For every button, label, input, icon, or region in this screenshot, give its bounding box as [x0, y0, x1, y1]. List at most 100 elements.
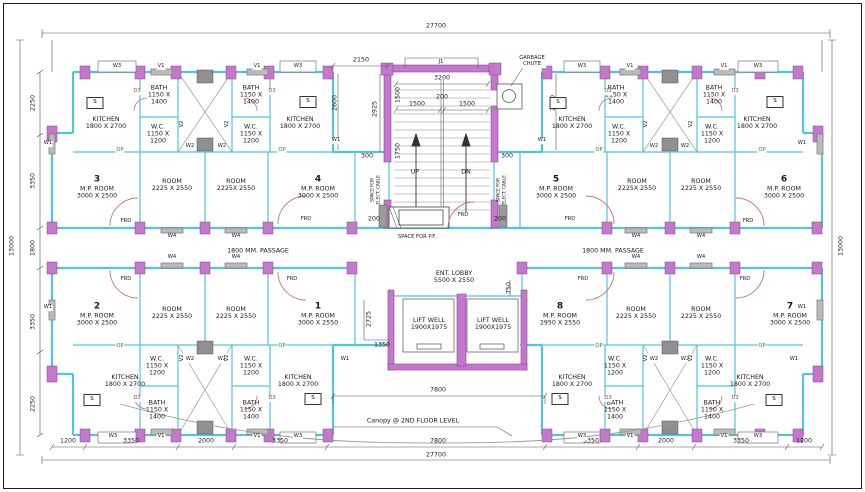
flat-size: 3000 X 2500 [769, 319, 811, 327]
canopy-curve [119, 403, 755, 444]
door-tag-d3: D3 [267, 395, 277, 402]
dim-bottom-seg: 3350 [122, 437, 140, 445]
space-for-pf-label: SPACE FOR P.F. [397, 234, 437, 241]
vent-tag-v1: V1 [719, 433, 729, 440]
sink-marker: S [549, 97, 567, 109]
dim-total-width-top: 27700 [425, 22, 447, 30]
dim-stair-depth: 2925 [371, 100, 379, 118]
garbage-chute-box [496, 65, 525, 110]
flat-size: 3000 X 2500 [297, 192, 339, 200]
fire-door-tag-frd: FRD [119, 218, 133, 225]
window-tag-w4: W4 [230, 233, 242, 240]
flat-size: 2950 X 2550 [539, 319, 581, 327]
window-tag-w2: W2 [648, 356, 660, 363]
pf-duct [388, 206, 450, 229]
door-tag-d3: D3 [603, 395, 613, 402]
vent-tag-v2: V2 [224, 353, 231, 363]
flat-number: 7 [786, 301, 794, 312]
window-tag-w4: W4 [630, 233, 642, 240]
dim-side-gap: 300 [360, 152, 374, 160]
door-tag-d3: D3 [132, 395, 142, 402]
window-tag-w1: W1 [42, 304, 54, 311]
flat-type: M.P. ROOM [80, 312, 114, 320]
flat-type: M.P. ROOM [767, 185, 801, 193]
window-tag-w4: W4 [230, 254, 242, 261]
fire-door-tag-frd: FRD [738, 276, 752, 283]
lift-wells [402, 298, 519, 353]
door-tag-d3: D3 [132, 88, 142, 95]
flat-number: 3 [93, 174, 101, 185]
sink-marker: S [83, 394, 101, 406]
vent-tag-v1: V1 [625, 433, 635, 440]
flat-type: M.P. ROOM [80, 185, 114, 193]
flat-size: 3000 X 2500 [535, 192, 577, 200]
window-tag-w3: W3 [111, 63, 123, 70]
flat-size: 3000 X 2500 [763, 192, 805, 200]
dim-bottom-seg: 3350 [582, 437, 600, 445]
dim-left-seg: 3350 [29, 172, 37, 190]
vent-tag-v1: V1 [156, 433, 166, 440]
flat-type: M.P. ROOM [773, 312, 807, 320]
fire-door-tag-frd: FRD [299, 216, 313, 223]
dim-bottom-seg: 3350 [271, 437, 289, 445]
dim-bottom-seg: 1200 [59, 437, 77, 445]
flat-number: 8 [556, 301, 564, 312]
sink-marker: S [765, 394, 783, 406]
door-tag-d3: D3 [603, 88, 613, 95]
window-tag-w3: W3 [107, 433, 119, 440]
window-tag-w4: W4 [166, 254, 178, 261]
vent-tag-v1: V1 [719, 63, 729, 70]
dim-tread: 200 [435, 93, 449, 101]
vent-tag-v2: V2 [688, 119, 695, 129]
joint-label-j1: J1 [438, 59, 444, 66]
flat-number: 6 [780, 174, 788, 185]
fire-door-tag-frd: FRD [741, 218, 755, 225]
passage-label: 1800 MM. PASSAGE [227, 247, 289, 255]
duct-shafts [177, 71, 698, 436]
dim-bottom-seg: 7800 [429, 437, 447, 445]
dim-flight: 1750 [394, 142, 402, 160]
window-tag-w3: W3 [576, 63, 588, 70]
dim-bottom-seg: 3350 [732, 437, 750, 445]
window-tag-w2: W2 [679, 356, 691, 363]
dim-left-seg: 1800 [29, 239, 37, 257]
flat-number: 5 [552, 174, 560, 185]
opening-tag-op: OP [277, 147, 287, 154]
dim-kitchen-depth: 2600 [331, 94, 339, 112]
vent-tag-v2: V2 [688, 353, 695, 363]
flat-type: M.P. ROOM [301, 312, 335, 320]
window-tag-w2: W2 [184, 356, 196, 363]
dim-lift-front: 1350 [373, 341, 391, 349]
flat-size: 3000 X 2500 [76, 192, 118, 200]
opening-tag-op: OP [757, 147, 767, 154]
window-tag-w1: W1 [788, 356, 800, 363]
flat-size: 3000 X 2550 [297, 319, 339, 327]
window-tag-w4: W4 [166, 233, 178, 240]
fire-door-tag-frd: FRD [456, 212, 470, 219]
